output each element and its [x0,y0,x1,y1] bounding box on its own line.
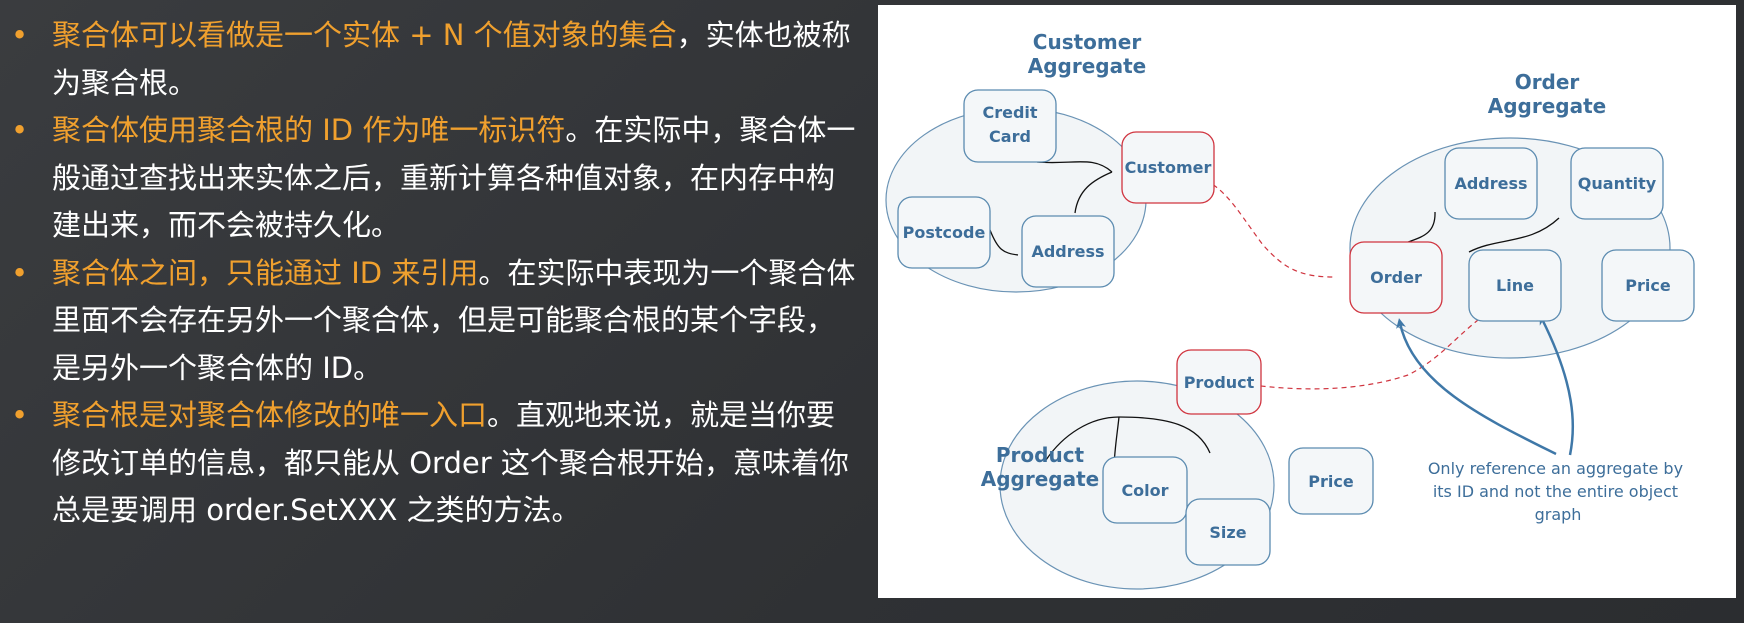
connector-creditcard-customer [1036,161,1113,173]
product-label: Product [1184,373,1255,392]
customer-label: Customer [1125,158,1212,177]
credit-card-box [963,89,1057,163]
connector-product-color [1045,416,1120,461]
address-order-label: Address [1454,174,1527,193]
address-customer-label: Address [1031,242,1104,261]
quantity-label: Quantity [1578,174,1657,193]
arrow-to-line [1539,314,1575,456]
address-order-box [1444,147,1538,220]
bullet-dot: • [11,18,29,52]
product-box [1176,349,1262,415]
order-box [1349,241,1443,314]
reference-customer-order [1179,170,1335,278]
bullet-highlight: 聚合体使用聚合根的 ID 作为唯一标识符 [52,113,566,147]
size-label: Size [1209,523,1246,542]
note-arrows [1396,314,1575,456]
bullet-text: 。在实际中，聚合体一般通过查找出来实体之后，重新计算各种值对象，在内存中构建出来… [52,113,856,242]
reference-note: Only reference an aggregate by its ID an… [1428,459,1688,524]
bullet-item: • 聚合体可以看做是一个实体 + N 个值对象的集合，实体也被称为聚合根。 [0,12,860,107]
quantity-box [1570,147,1664,220]
node-boxes [897,89,1695,566]
bullet-dot: • [11,398,29,432]
connector-postcode-address [989,229,1019,256]
connector-product-price [1118,416,1211,454]
bullet-highlight: 聚合根是对聚合体修改的唯一入口 [52,398,488,432]
id-references [1179,170,1479,390]
bullet-text: ，实体也被称为聚合根。 [52,18,851,100]
bullet-item: • 聚合体使用聚合根的 ID 作为唯一标识符。在实际中，聚合体一般通过查找出来实… [0,107,860,250]
order-label: Order [1370,268,1422,287]
postcode-box [897,196,991,269]
line-box [1468,249,1562,322]
reference-product-line [1224,319,1479,390]
bullet-list: • 聚合体可以看做是一个实体 + N 个值对象的集合，实体也被称为聚合根。 • … [0,12,860,535]
color-label: Color [1121,481,1168,500]
connector-quantity-line [1468,217,1560,253]
postcode-label: Postcode [903,223,986,242]
customer-box [1121,131,1215,204]
price-product-box [1288,447,1374,515]
bullet-dot: • [11,113,29,147]
line-label: Line [1496,276,1534,295]
bullet-highlight: 聚合体可以看做是一个实体 + N 个值对象的集合 [52,18,677,52]
size-box [1185,498,1271,566]
bullet-text: 。在实际中表现为一个聚合体里面不会存在另外一个聚合体，但是可能聚合根的某个字段，… [52,255,856,385]
price-order-box [1601,249,1695,322]
bullet-text: 。直观地来说，就是当你要修改订单的信息，都只能从 Order 这个聚合根开始，意… [52,398,849,527]
color-box [1102,456,1188,524]
bullet-item: • 聚合根是对聚合体修改的唯一入口。直观地来说，就是当你要修改订单的信息，都只能… [0,392,860,535]
bullet-dot: • [11,255,29,290]
bullet-highlight: 聚合体之间，只能通过 ID 来引用 [52,255,479,290]
address-customer-box [1021,215,1115,288]
connector-address-customer [1074,171,1113,214]
arrow-to-order [1396,318,1557,456]
price-product-label: Price [1308,472,1354,491]
price-order-label: Price [1625,276,1671,295]
bullet-item: • 聚合体之间，只能通过 ID 来引用。在实际中表现为一个聚合体里面不会存在另外… [0,250,860,393]
